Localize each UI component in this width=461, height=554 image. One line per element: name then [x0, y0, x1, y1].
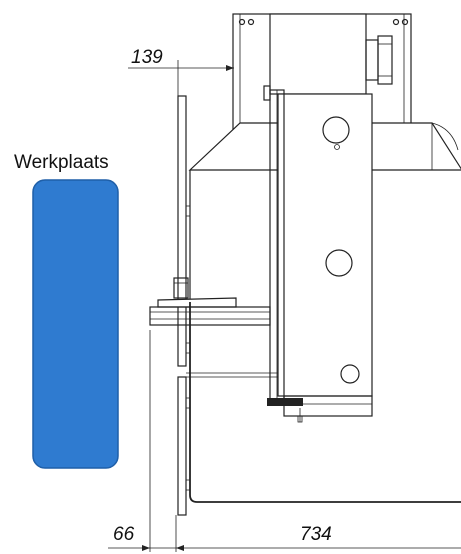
- dimension-top-arrow: [226, 65, 234, 71]
- screw-hole: [334, 144, 340, 150]
- base-outline: [189, 302, 461, 503]
- dimension-bottom-right-value: 734: [300, 524, 332, 545]
- port-lower: [340, 364, 360, 384]
- bottom-dimension-lines: [108, 330, 461, 552]
- side-connector: [365, 35, 393, 85]
- workspace-label: Werkplaats: [14, 152, 109, 173]
- knurled-knob: [267, 398, 303, 406]
- port-middle: [325, 249, 353, 277]
- top-housing: [269, 13, 367, 95]
- dimension-top-value: 139: [131, 47, 163, 68]
- main-unit: [263, 85, 373, 423]
- support-arm: [149, 277, 278, 378]
- dimension-bottom-left-value: 66: [113, 524, 135, 545]
- workspace-area: [32, 179, 119, 469]
- port-upper: [322, 116, 350, 144]
